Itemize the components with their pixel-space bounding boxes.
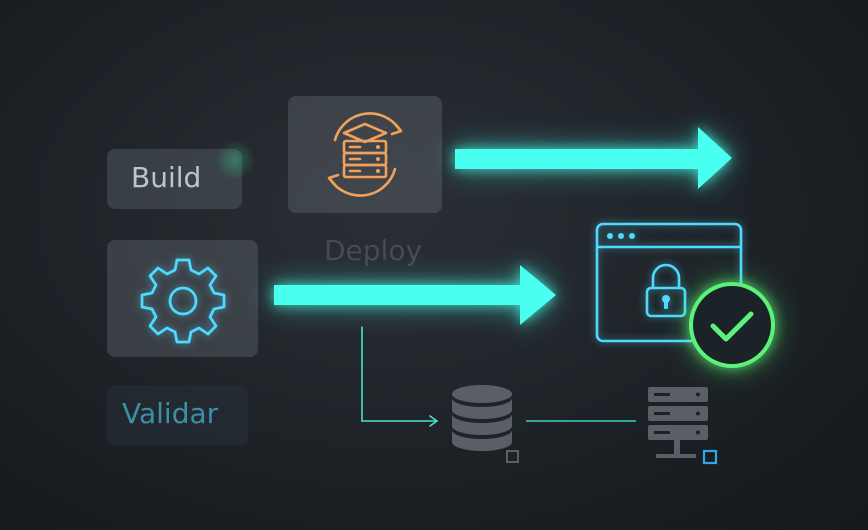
validate-step[interactable]: [107, 240, 258, 357]
gear-icon: [140, 258, 226, 344]
server-stack-sync-icon: [327, 112, 403, 197]
validate-arrow: [274, 265, 556, 325]
server-rack-network-icon: [648, 387, 718, 465]
build-label: Build: [131, 161, 202, 194]
build-glow: [215, 140, 255, 180]
validar-label: Validar: [122, 397, 219, 430]
deploy-label: Deploy: [324, 234, 423, 267]
check-circle-icon: [689, 282, 775, 368]
connector-line: [361, 326, 439, 427]
deploy-step[interactable]: [288, 96, 442, 213]
db-server-link: [526, 420, 636, 422]
database-icon: [452, 385, 519, 463]
browser-lock-icon: [595, 222, 743, 343]
deploy-arrow: [455, 127, 732, 189]
validar-step[interactable]: Validar: [107, 385, 248, 445]
build-step[interactable]: Build: [107, 149, 242, 209]
